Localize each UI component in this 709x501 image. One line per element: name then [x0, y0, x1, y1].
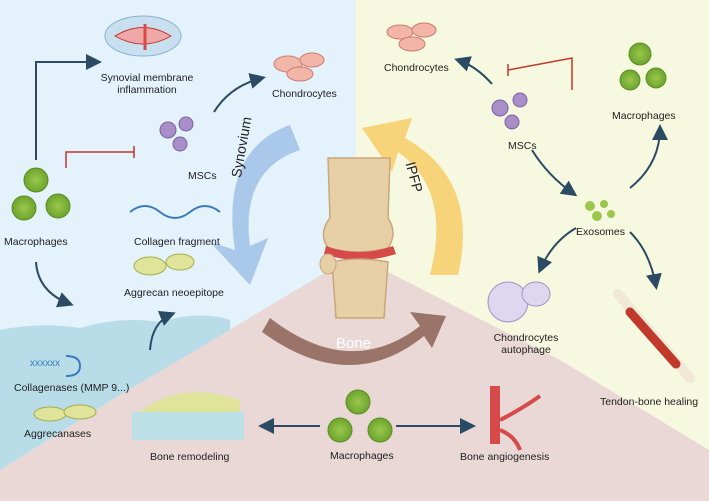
macrophage-cells-synovium — [11, 167, 71, 221]
inhibit-macro-mscs — [65, 151, 134, 168]
inhibit-mscs-chondro-ipfp — [507, 57, 573, 90]
inhibition-lines — [65, 57, 573, 168]
aggrecanase-icon — [33, 404, 97, 422]
arrow-exosomes-to-autophage — [537, 227, 577, 274]
bone-remodeling-label: Bone remodeling — [150, 451, 230, 463]
collagen-fragment-label: Collagen fragment — [134, 236, 220, 248]
msc-cells-ipfp — [491, 92, 528, 130]
chondrocytes-autophage-label: Chondrocytes autophage — [493, 332, 559, 356]
synovial-membrane-icon — [104, 15, 182, 57]
arrow-mscs-to-exosomes — [531, 149, 578, 197]
aggrecan-neoepitope-label: Aggrecan neoepitope — [124, 287, 224, 299]
arrow-macro-to-synovial — [35, 54, 102, 160]
chondrocytes-cells-synovium — [273, 52, 325, 82]
bone-angiogenesis-label: Bone angiogenesis — [460, 451, 550, 463]
bone-remodeling-icon — [132, 392, 244, 440]
mscs-label-ipfp: MSCs — [508, 140, 537, 152]
chondrocyte-autophagy-icon — [487, 281, 551, 323]
macrophage-cells-ipfp — [619, 42, 667, 91]
flow-arrows — [35, 54, 668, 434]
macrophages-label-synovium: Macrophages — [4, 236, 68, 248]
arrow-exosomes-to-tendon — [629, 231, 662, 290]
knee-joint — [319, 157, 396, 319]
aggrecanases-label: Aggrecanases — [24, 428, 92, 440]
msc-cells-synovium — [159, 116, 194, 152]
bone-label: Bone — [336, 335, 372, 352]
synovial-fluid-region — [0, 315, 230, 470]
chondrocytes-label-ipfp: Chondrocytes — [384, 62, 449, 74]
exosomes-label: Exosomes — [576, 226, 626, 238]
collagenases-label: Collagenases (MMP 9...) — [14, 382, 130, 394]
arrow-macro-down — [35, 261, 74, 308]
tendon-bone-healing-label: Tendon-bone healing — [600, 396, 699, 408]
macrophage-cells-bone — [327, 389, 393, 443]
collagen-fragment-icon — [129, 205, 221, 219]
synovial-inflammation-label: Synovial membrane inflammation — [100, 72, 194, 96]
chondrocytes-cells-ipfp — [386, 22, 437, 52]
mscs-label-synovium: MSCs — [188, 170, 217, 182]
bone-curved-arrow — [262, 312, 446, 366]
arrow-ipfp-mscs-to-chondro — [454, 56, 493, 85]
aggrecan-icon — [133, 253, 195, 276]
chondrocytes-label-synovium: Chondrocytes — [272, 88, 337, 100]
arrow-exosomes-to-macro — [629, 124, 668, 189]
bone-angiogenesis-icon — [490, 386, 542, 451]
exosome-cluster — [585, 200, 615, 221]
arrow-mscs-to-chondrocytes — [213, 73, 266, 113]
arrow-enzymes-up — [149, 311, 176, 351]
collagenase-icon: xxxxxx — [30, 355, 82, 377]
macrophages-label-ipfp: Macrophages — [612, 110, 676, 122]
synovium-curved-arrow — [210, 125, 300, 285]
svg-text:xxxxxx: xxxxxx — [30, 358, 60, 369]
macrophages-label-bone: Macrophages — [330, 450, 394, 462]
tendon-bone-icon — [613, 289, 695, 383]
